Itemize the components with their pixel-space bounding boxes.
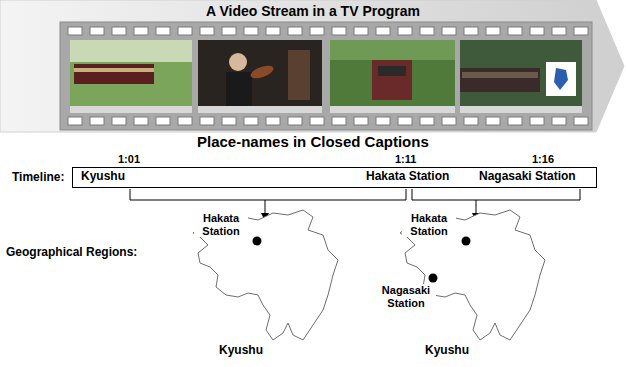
sprocket-hole bbox=[156, 117, 170, 125]
time-stamp: 1:11 bbox=[395, 153, 416, 166]
row-label: Geographical Regions: bbox=[6, 246, 137, 260]
sprocket-hole bbox=[354, 117, 368, 125]
sprocket-hole bbox=[68, 117, 82, 125]
sprocket-hole bbox=[310, 27, 324, 35]
sprocket-hole bbox=[464, 27, 478, 35]
sprocket-hole bbox=[420, 27, 434, 35]
sprocket-hole bbox=[68, 27, 82, 35]
sprocket-hole bbox=[486, 27, 500, 35]
sprocket-hole bbox=[376, 27, 390, 35]
station-dot bbox=[462, 237, 471, 246]
sprocket-hole bbox=[288, 27, 302, 35]
sprocket-hole bbox=[530, 117, 544, 125]
sprocket-hole bbox=[156, 27, 170, 35]
place-label: Hakata Station bbox=[402, 212, 456, 237]
sprocket-hole bbox=[222, 117, 236, 125]
video-frame bbox=[70, 40, 192, 113]
sprocket-hole bbox=[90, 27, 104, 35]
caption-place: Hakata Station bbox=[366, 170, 449, 184]
sprocket-hole bbox=[134, 117, 148, 125]
sprocket-hole bbox=[552, 117, 566, 125]
sprocket-hole bbox=[112, 27, 126, 35]
sprocket-hole bbox=[552, 27, 566, 35]
region-label: Kyushu bbox=[218, 344, 264, 358]
film-strip bbox=[60, 22, 592, 130]
sprocket-hole bbox=[200, 117, 214, 125]
sprocket-hole bbox=[112, 117, 126, 125]
section-heading: Place-names in Closed Captions bbox=[197, 133, 429, 150]
video-frame bbox=[460, 40, 582, 113]
sprocket-holes bbox=[68, 27, 588, 125]
sprocket-hole bbox=[332, 27, 346, 35]
sprocket-hole bbox=[574, 117, 588, 125]
sprocket-hole bbox=[332, 117, 346, 125]
timeline-bar: Kyushu Hakata Station Nagasaki Station bbox=[72, 167, 597, 188]
sprocket-hole bbox=[354, 27, 368, 35]
sprocket-hole bbox=[90, 117, 104, 125]
sprocket-hole bbox=[464, 117, 478, 125]
region-label: Kyushu bbox=[424, 344, 470, 358]
time-stamp: 1:16 bbox=[532, 153, 554, 166]
sprocket-hole bbox=[310, 117, 324, 125]
sprocket-hole bbox=[486, 117, 500, 125]
caption-place: Nagasaki Station bbox=[479, 170, 576, 184]
sprocket-hole bbox=[574, 27, 588, 35]
sprocket-hole bbox=[244, 117, 258, 125]
sprocket-hole bbox=[442, 27, 456, 35]
sprocket-hole bbox=[288, 117, 302, 125]
sprocket-hole bbox=[266, 117, 280, 125]
sprocket-hole bbox=[266, 27, 280, 35]
station-dot bbox=[429, 274, 438, 283]
sprocket-hole bbox=[200, 27, 214, 35]
caption-place: Kyushu bbox=[81, 170, 125, 184]
sprocket-hole bbox=[398, 27, 412, 35]
sprocket-hole bbox=[178, 27, 192, 35]
sprocket-hole bbox=[508, 27, 522, 35]
banner-arrow bbox=[0, 0, 624, 132]
sprocket-hole bbox=[178, 117, 192, 125]
row-label: Timeline: bbox=[12, 171, 64, 185]
video-frame bbox=[198, 40, 322, 113]
sprocket-hole bbox=[508, 117, 522, 125]
sprocket-hole bbox=[376, 117, 390, 125]
sprocket-hole bbox=[222, 27, 236, 35]
place-label: Nagasaki Station bbox=[376, 284, 436, 309]
time-stamp: 1:01 bbox=[118, 153, 140, 166]
kyushu-map bbox=[193, 210, 338, 340]
kyushu-map bbox=[400, 210, 545, 340]
sprocket-hole bbox=[530, 27, 544, 35]
video-frame bbox=[330, 40, 455, 113]
sprocket-hole bbox=[420, 117, 434, 125]
station-dot bbox=[253, 237, 262, 246]
sprocket-hole bbox=[398, 117, 412, 125]
place-label: Hakata Station bbox=[194, 212, 248, 237]
sprocket-hole bbox=[442, 117, 456, 125]
sprocket-hole bbox=[244, 27, 258, 35]
diagram-title: A Video Stream in a TV Program bbox=[206, 3, 420, 19]
sprocket-hole bbox=[134, 27, 148, 35]
